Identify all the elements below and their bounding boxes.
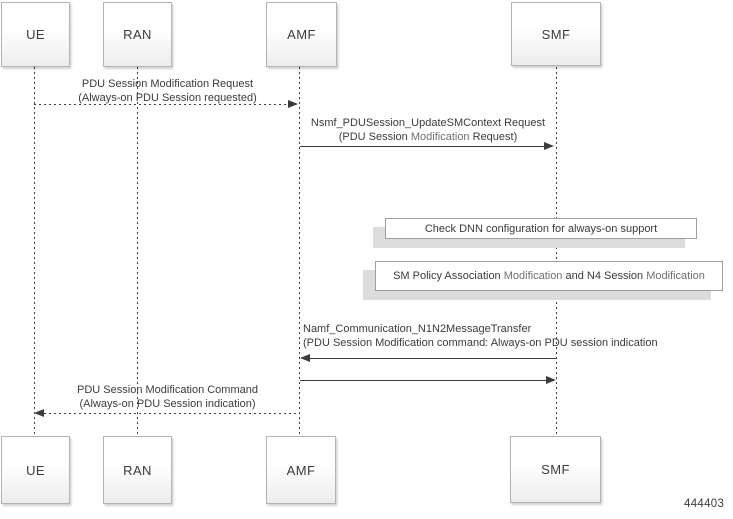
message-5-arrow bbox=[44, 413, 300, 414]
message-1-arrow bbox=[34, 104, 288, 105]
lifeline-amf bbox=[299, 67, 300, 436]
message-2-label: Nsmf_PDUSession_UpdateSMContext Request … bbox=[300, 117, 556, 144]
message-5-arrowhead-icon bbox=[34, 409, 44, 417]
entity-box-ue-top: UE bbox=[1, 2, 70, 67]
note-check-dnn-text: Check DNN configuration for always-on su… bbox=[424, 222, 658, 235]
message-4-arrowhead-icon bbox=[546, 376, 556, 384]
entity-box-ue-bottom: UE bbox=[1, 436, 70, 504]
note-sm-policy-seg4: Modification bbox=[646, 270, 705, 282]
message-3-arrowhead-icon bbox=[300, 354, 310, 362]
note-sm-policy: SM Policy Association Modification and N… bbox=[375, 261, 723, 291]
message-2-line1: Nsmf_PDUSession_UpdateSMContext Request bbox=[310, 117, 546, 129]
entity-label-smf-top: SMF bbox=[541, 26, 571, 42]
message-2-line2-post: Request) bbox=[469, 130, 518, 143]
message-5-line2: (Always-on PDU Session indication) bbox=[79, 397, 256, 410]
message-1-line1: PDU Session Modification Request bbox=[81, 78, 254, 90]
entity-label-ue-bottom: UE bbox=[26, 462, 45, 478]
message-2-arrow bbox=[300, 146, 544, 147]
lifeline-smf bbox=[556, 67, 557, 436]
note-sm-policy-seg3: and N4 Session bbox=[562, 270, 647, 282]
message-5-line1: PDU Session Modification Command bbox=[77, 384, 258, 396]
message-3-line2: (PDU Session Modification command: Alway… bbox=[303, 336, 658, 349]
entity-box-ran-bottom: RAN bbox=[103, 436, 172, 504]
message-1-line2: (Always-on PDU Session requested) bbox=[78, 91, 257, 104]
message-3-line1: Namf_Communication_N1N2MessageTransfer bbox=[303, 323, 532, 335]
message-2-line2-pre: (PDU Session bbox=[338, 130, 411, 143]
entity-box-ran-top: RAN bbox=[103, 2, 172, 67]
entity-label-ue-top: UE bbox=[26, 27, 45, 42]
message-2-line2: (PDU Session Modification Request) bbox=[300, 131, 556, 145]
message-5-label: PDU Session Modification Command (Always… bbox=[40, 384, 295, 411]
entity-label-amf-top: AMF bbox=[287, 27, 316, 42]
message-3-label: Namf_Communication_N1N2MessageTransfer (… bbox=[303, 323, 658, 350]
message-2-line2-light: Modification bbox=[410, 130, 470, 143]
message-1-label: PDU Session Modification Request (Always… bbox=[40, 78, 295, 105]
entity-label-ran-top: RAN bbox=[123, 27, 152, 42]
entity-box-amf-top: AMF bbox=[266, 2, 337, 67]
lifeline-ue bbox=[34, 67, 35, 436]
entity-box-amf-bottom: AMF bbox=[266, 436, 336, 504]
lifeline-ran bbox=[137, 67, 138, 436]
message-2-arrowhead-icon bbox=[544, 142, 554, 150]
entity-box-smf-top: SMF bbox=[511, 2, 601, 66]
note-check-dnn: Check DNN configuration for always-on su… bbox=[385, 218, 697, 239]
entity-label-ran-bottom: RAN bbox=[123, 462, 152, 478]
message-4-arrow bbox=[300, 380, 546, 381]
entity-box-smf-bottom: SMF bbox=[510, 436, 601, 503]
entity-label-amf-bottom: AMF bbox=[286, 462, 316, 478]
entity-label-smf-bottom: SMF bbox=[541, 462, 570, 477]
figure-number: 444403 bbox=[684, 498, 725, 510]
note-sm-policy-text: SM Policy Association Modification and N… bbox=[393, 270, 705, 282]
message-1-arrowhead-icon bbox=[288, 100, 298, 108]
message-3-arrow bbox=[310, 358, 556, 359]
note-sm-policy-seg2: Modification bbox=[503, 270, 563, 282]
note-sm-policy-seg1: SM Policy Association bbox=[393, 270, 504, 282]
